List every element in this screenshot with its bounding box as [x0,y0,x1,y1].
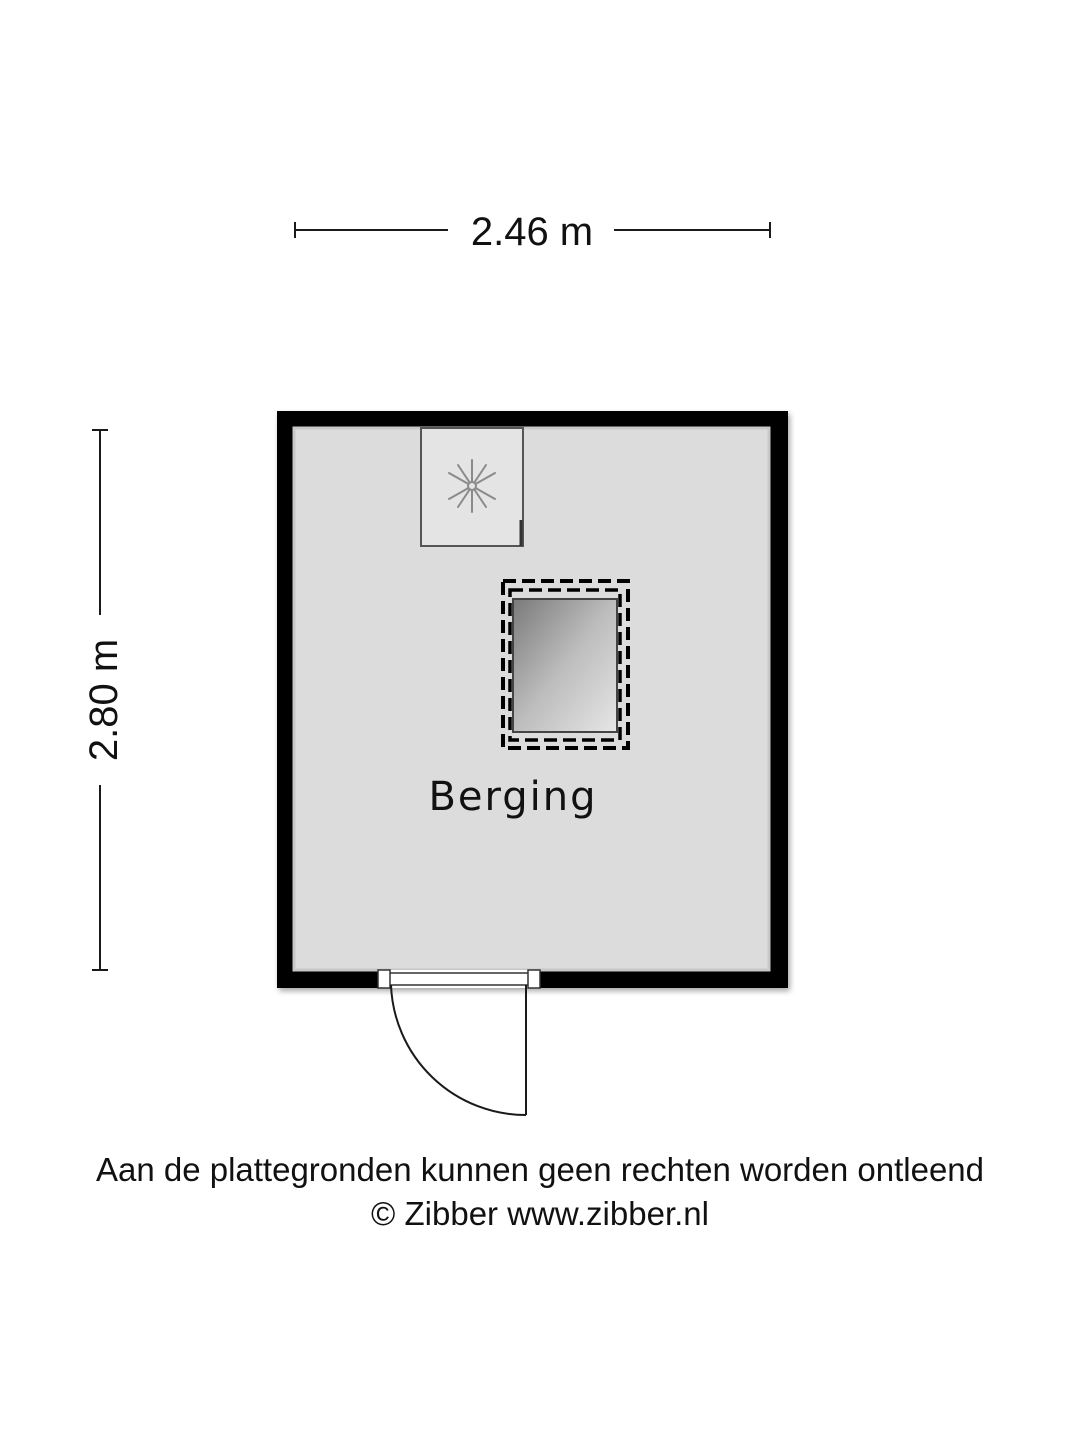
copyright-text: © Zibber www.zibber.nl [371,1195,709,1232]
door-swing-icon [377,969,541,1116]
width-label: 2.46 m [471,210,593,254]
disclaimer-text: Aan de plattegronden kunnen geen rechten… [95,1151,985,1188]
ventilation-fan-icon [420,427,524,547]
width-dimension: 2.46 m [294,210,771,254]
room-label: Berging [428,774,597,820]
height-dimension: 2.80 m [82,429,126,971]
height-label: 2.80 m [82,639,126,761]
roof-hatch-icon [501,579,630,750]
